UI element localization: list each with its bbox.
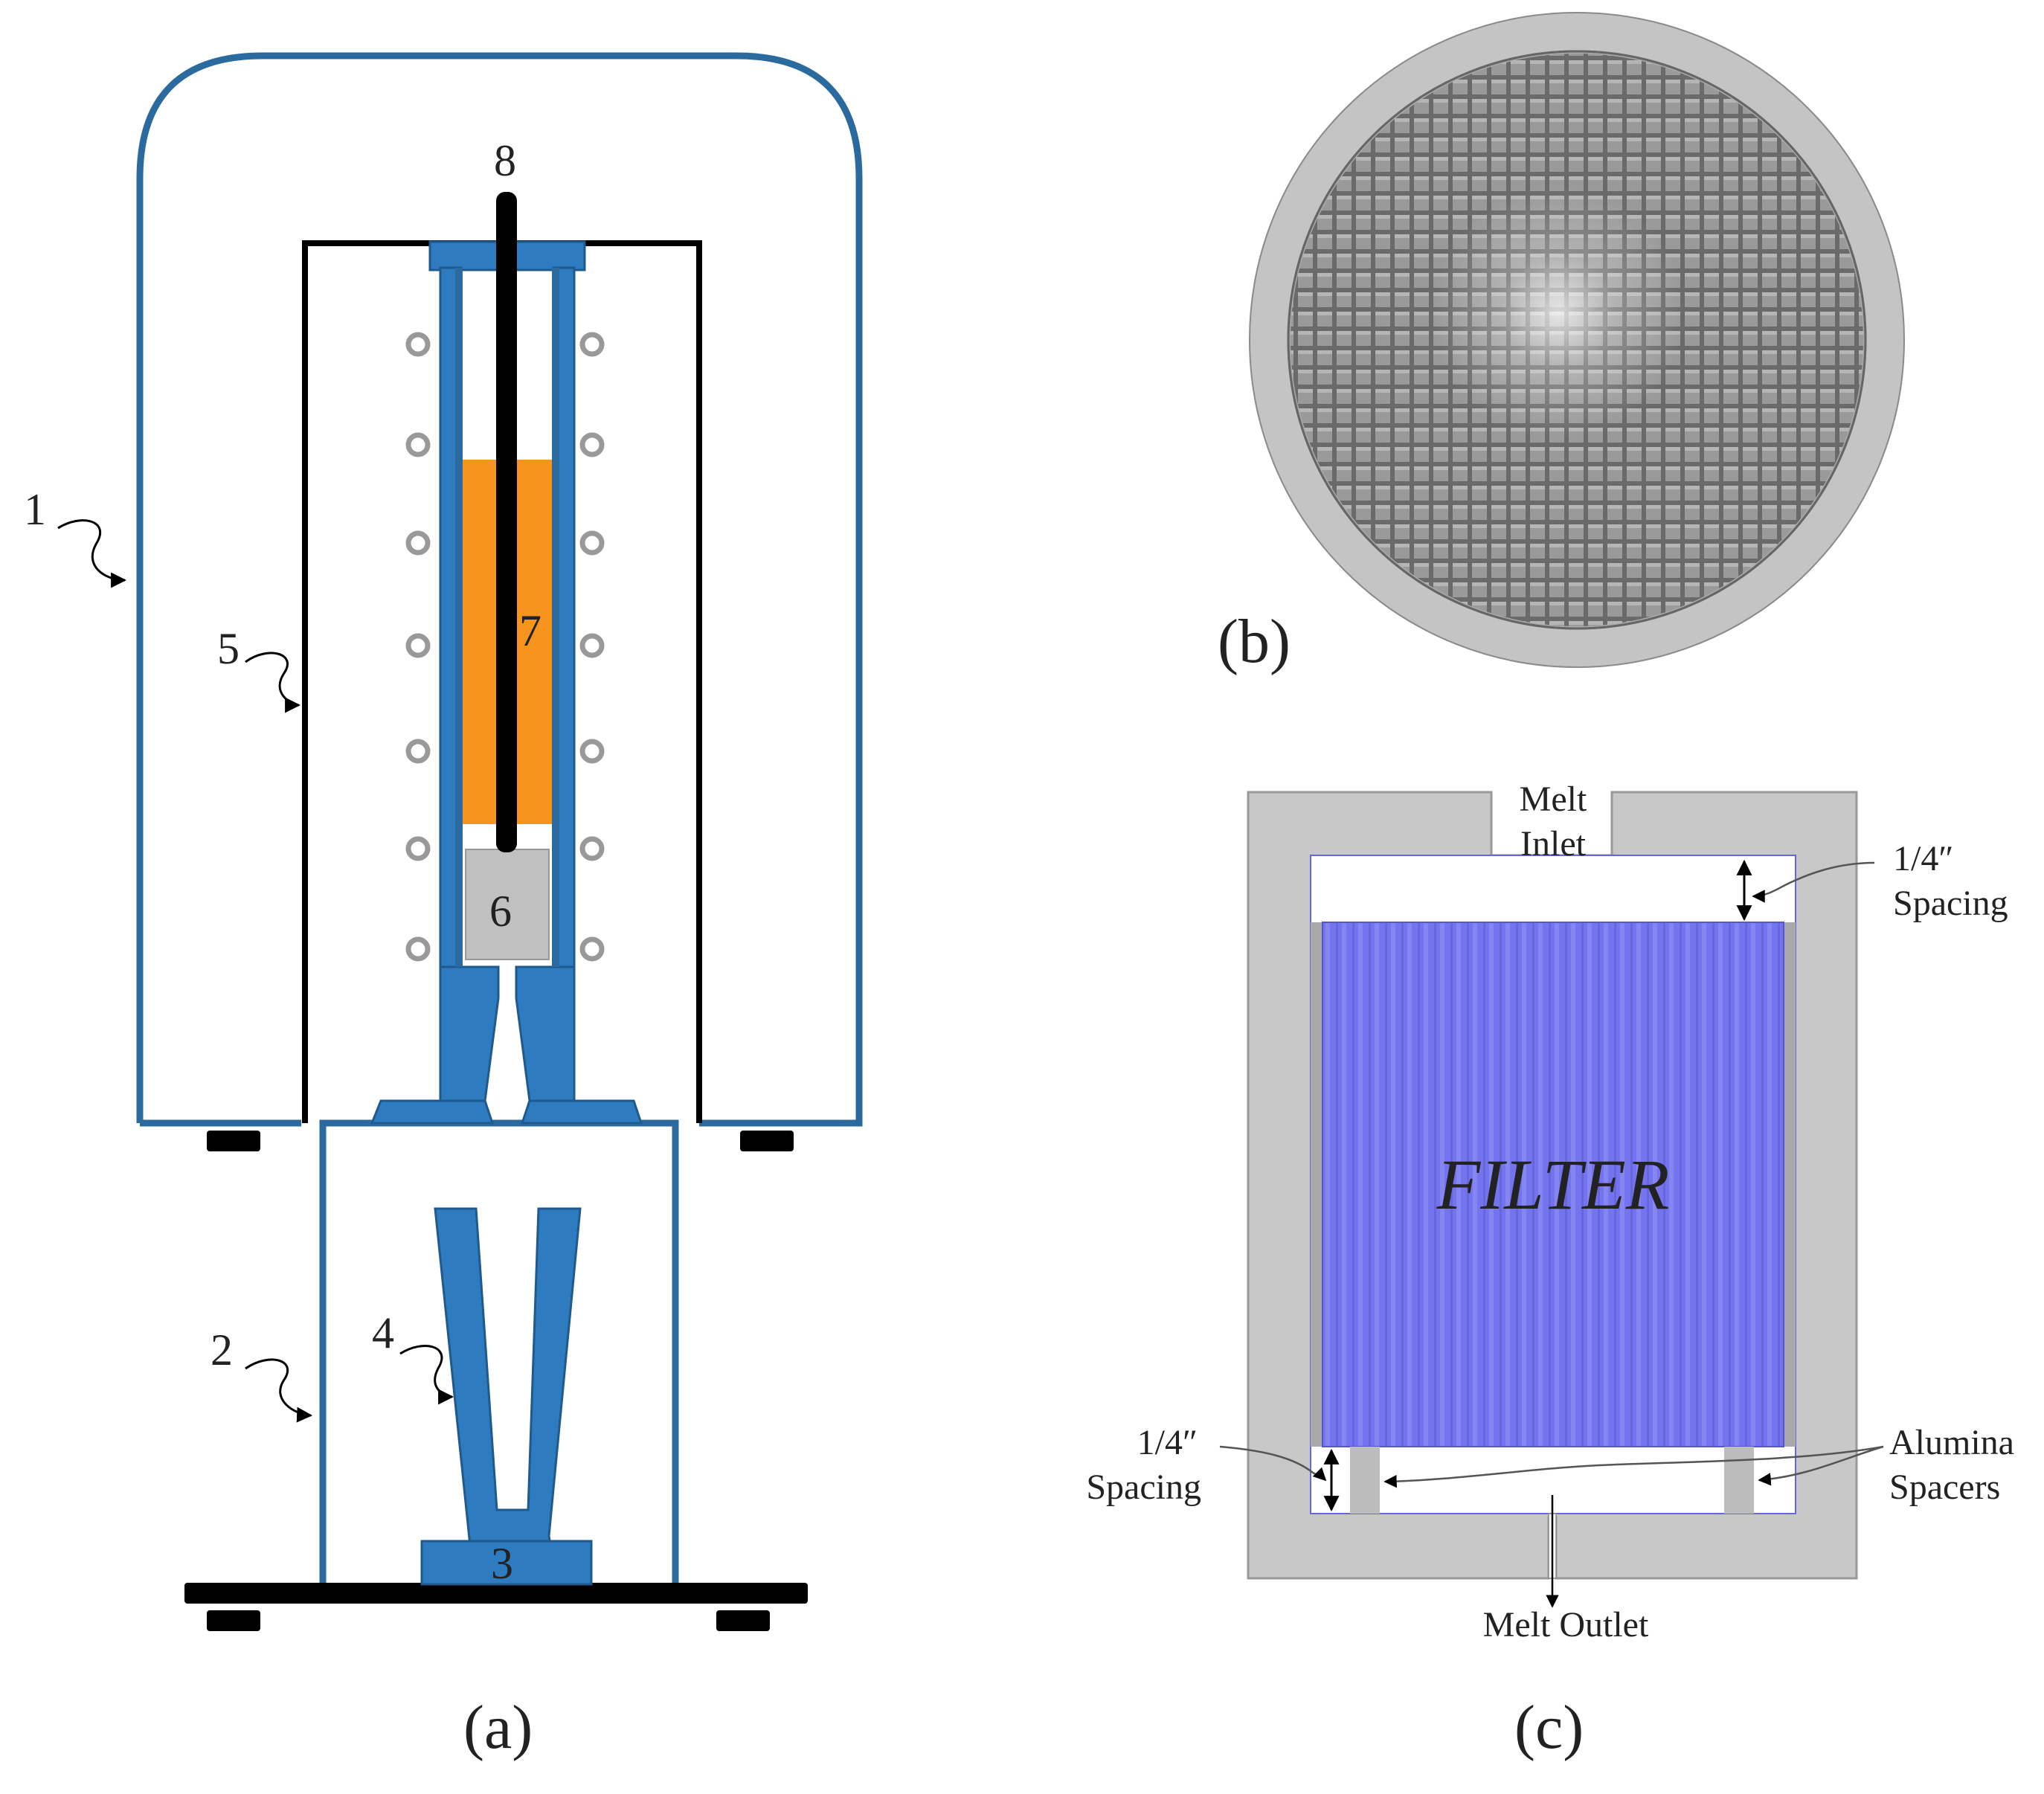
panel-c-caption: (c) <box>1514 1693 1584 1762</box>
bottom-spacing-line-2: Spacing <box>1086 1467 1201 1507</box>
filter-cell-grid <box>1291 54 1863 626</box>
spacer-leader-right <box>1758 1445 1884 1486</box>
nozzle-right <box>515 965 576 1102</box>
panel-b-filter-top-view: (b) <box>1218 12 1905 676</box>
bell-jar <box>136 52 863 1127</box>
part-number-2: 2 <box>210 1325 233 1375</box>
bell-jar-foot-left <box>207 1131 260 1151</box>
part-number-8: 8 <box>494 136 516 185</box>
part-number-1: 1 <box>24 485 46 534</box>
leader-4 <box>399 1345 454 1405</box>
lower-chamber <box>319 1119 679 1583</box>
bottom-spacing-leader <box>1219 1445 1327 1482</box>
melt-outlet-label: Melt Outlet <box>1483 1605 1649 1644</box>
part-number-5: 5 <box>217 624 240 673</box>
bell-jar-foot-right <box>740 1131 794 1151</box>
top-spacing-line-1: 1/4″ <box>1893 839 1953 878</box>
panel-c-filter-housing: FILTER Melt Inlet 1/4″ Spacing 1/4″ Spac… <box>1086 779 2014 1762</box>
liner-left <box>1311 922 1323 1447</box>
part-number-4: 4 <box>372 1308 394 1357</box>
alumina-spacer-right <box>1724 1447 1754 1514</box>
panel-a-furnace: 1 2 3 4 5 6 7 8 (a) <box>24 52 863 1762</box>
base-foot-left <box>207 1610 260 1631</box>
induction-coil <box>405 332 605 962</box>
stopper-plug <box>465 849 550 960</box>
nozzle-flange-left <box>370 1099 495 1125</box>
part-number-7: 7 <box>519 606 541 655</box>
pedestal <box>420 1540 593 1586</box>
spacer-leader-left <box>1383 1445 1884 1488</box>
nozzle-left <box>439 965 500 1102</box>
panel-b-caption: (b) <box>1218 607 1291 676</box>
crucible-inner-left <box>455 268 463 967</box>
melt-inlet-line-1: Melt <box>1520 779 1587 819</box>
bottom-spacing-line-1: 1/4″ <box>1137 1423 1198 1462</box>
base-plate <box>184 1583 808 1604</box>
top-spacing-line-2: Spacing <box>1893 884 2008 923</box>
melt-inlet-line-2: Inlet <box>1520 824 1587 864</box>
panel-a-caption: (a) <box>463 1693 533 1762</box>
alumina-spacers-line-1: Alumina <box>1889 1423 2014 1462</box>
crucible-inner-right <box>552 268 559 967</box>
part-number-6: 6 <box>489 887 512 936</box>
liner-right <box>1784 922 1796 1447</box>
leader-1 <box>57 519 127 588</box>
alumina-spacers-line-2: Spacers <box>1889 1467 2000 1507</box>
leader-2 <box>245 1358 313 1423</box>
top-spacing-leader <box>1752 861 1875 903</box>
alumina-spacer-left <box>1350 1447 1380 1514</box>
filter-block <box>1322 922 1784 1447</box>
push-rod <box>496 192 517 852</box>
filter-label: FILTER <box>1436 1145 1670 1224</box>
nozzle-flange-right <box>520 1099 643 1125</box>
leader-5 <box>245 652 301 713</box>
collection-cone <box>434 1207 582 1547</box>
part-number-3: 3 <box>491 1539 513 1588</box>
base-foot-right <box>716 1610 770 1631</box>
